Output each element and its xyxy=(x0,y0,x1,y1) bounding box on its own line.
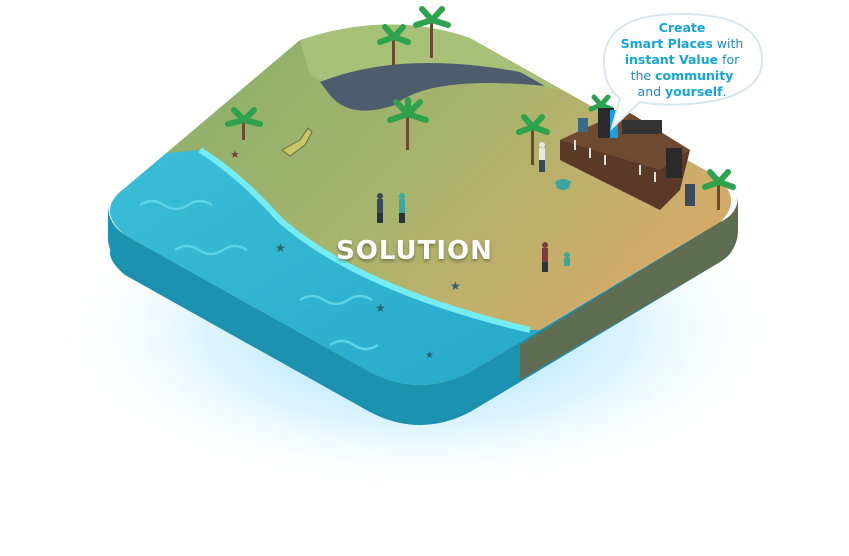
bubble-word: and xyxy=(637,84,666,99)
bubble-word: Smart Places xyxy=(620,36,713,51)
palm-tree-icon xyxy=(516,114,550,165)
speech-bubble xyxy=(602,12,764,132)
person-icon xyxy=(542,242,548,272)
bubble-word: the xyxy=(630,68,656,83)
starfish-icon: ★ xyxy=(275,241,286,255)
bubble-word: instant Value xyxy=(624,52,719,67)
solution-label: SOLUTION xyxy=(336,236,493,266)
bubble-word: with xyxy=(712,36,744,51)
person-icon xyxy=(539,142,545,172)
trash-bin-icon xyxy=(685,184,695,206)
lounge-chair-icon xyxy=(281,127,313,157)
bubble-word: . xyxy=(722,84,727,99)
person-icon xyxy=(377,193,383,223)
slab-side-water xyxy=(108,205,520,423)
bubble-word: for xyxy=(718,52,740,67)
bubble-word: yourself xyxy=(665,84,723,99)
bubble-word: Create xyxy=(658,20,706,35)
starfish-icon: ★ xyxy=(450,279,461,293)
palm-tree-icon xyxy=(413,6,451,58)
ripple xyxy=(329,339,379,351)
palm-tree-icon xyxy=(702,169,736,210)
trash-bag-icon xyxy=(555,179,571,190)
dj-stage-icon xyxy=(560,108,690,210)
starfish-icon: ★ xyxy=(230,148,240,161)
starfish-icon: ★ xyxy=(375,301,386,315)
ripple xyxy=(139,199,213,211)
slab-side-ground xyxy=(520,196,738,380)
bubble-word: community xyxy=(655,68,734,83)
palm-tree-icon xyxy=(225,107,263,140)
ripple xyxy=(299,294,373,306)
person-icon xyxy=(564,252,570,266)
palm-tree-icon xyxy=(377,24,411,65)
trash-bin-icon xyxy=(578,118,588,132)
starfish-icon: ★ xyxy=(425,350,434,361)
shoreline xyxy=(198,147,531,333)
person-icon xyxy=(399,193,405,223)
palm-tree-icon xyxy=(387,97,429,150)
bubble-text: Create Smart Places with instant Value f… xyxy=(608,20,756,100)
ripple xyxy=(174,244,248,256)
road xyxy=(320,63,545,111)
speaker-icon xyxy=(666,148,682,178)
